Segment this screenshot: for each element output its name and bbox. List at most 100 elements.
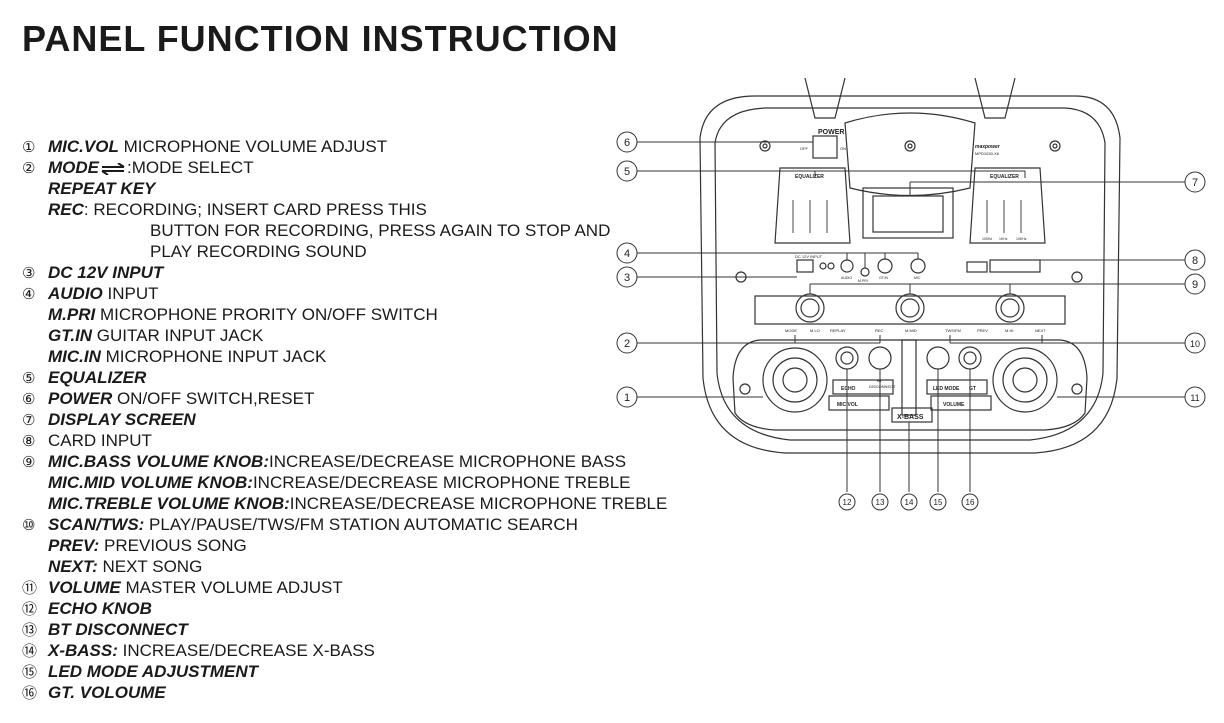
svg-text:VOLUME: VOLUME xyxy=(943,402,965,408)
callout-4: 4 xyxy=(616,242,638,264)
callout-15: 15 xyxy=(929,493,947,511)
audio-jack xyxy=(840,259,854,273)
svg-text:12: 12 xyxy=(843,498,852,507)
mic-vol-knob xyxy=(762,347,828,413)
item-term: BT DISCONNECT xyxy=(48,620,188,639)
item-term: AUDIO xyxy=(48,284,103,303)
callout-1: 1 xyxy=(616,386,638,408)
mic-mid-knob xyxy=(895,293,925,323)
item-number: ③ xyxy=(22,265,36,282)
svg-text:DISCONNECT: DISCONNECT xyxy=(869,384,896,389)
svg-text:ON: ON xyxy=(840,146,846,151)
instruction-row: REC: RECORDING; INSERT CARD PRESS THIS xyxy=(22,199,782,220)
item-number: ⑯ xyxy=(22,685,38,702)
item-term: MIC.VOL xyxy=(48,137,119,156)
svg-text:REPLAY: REPLAY xyxy=(830,328,846,333)
item-description: :MODE SELECT xyxy=(127,158,254,177)
item-term: LED MODE ADJUSTMENT xyxy=(48,662,258,681)
callout-7: 7 xyxy=(1184,171,1206,193)
svg-text:REC: REC xyxy=(875,328,884,333)
item-description: NEXT SONG xyxy=(97,557,203,576)
svg-text:M.PRI: M.PRI xyxy=(858,279,868,283)
svg-text:14: 14 xyxy=(905,498,914,507)
svg-text:LED MODE: LED MODE xyxy=(933,386,960,392)
instruction-row: ③ DC 12V INPUT xyxy=(22,262,782,283)
echo-knob xyxy=(835,346,859,370)
item-description: MICROPHONE PRORITY ON/OFF SWITCH xyxy=(95,305,438,324)
housing-outline xyxy=(699,95,1121,454)
item-number: ⑮ xyxy=(22,664,38,681)
svg-text:10: 10 xyxy=(1190,339,1200,349)
instruction-row: PLAY RECORDING SOUND xyxy=(22,241,782,262)
item-term: EQUALIZER xyxy=(48,368,147,387)
mode-arrows-icon xyxy=(101,162,125,175)
svg-text:M.HI: M.HI xyxy=(1005,328,1013,333)
instruction-row: GT.IN GUITAR INPUT JACK xyxy=(22,325,782,346)
mic-bass-knob xyxy=(795,293,825,323)
svg-text:8: 8 xyxy=(1192,255,1198,267)
svg-text:GT.IN: GT.IN xyxy=(879,276,888,280)
bt-disconnect-button xyxy=(868,346,892,370)
svg-text:9: 9 xyxy=(1192,279,1198,291)
callout-13: 13 xyxy=(871,493,889,511)
item-number: ⑭ xyxy=(22,643,38,660)
volume-knob xyxy=(992,347,1058,413)
svg-text:3: 3 xyxy=(624,272,630,284)
housing-inner xyxy=(714,107,1106,441)
svg-text:6: 6 xyxy=(624,137,630,149)
svg-text:1: 1 xyxy=(624,392,630,404)
brand-logo: maxpower xyxy=(975,144,1001,150)
item-description: : RECORDING; INSERT CARD PRESS THIS xyxy=(83,200,427,219)
instruction-row: REPEAT KEY xyxy=(22,178,782,199)
gt-volume-knob xyxy=(958,346,982,370)
power-switch xyxy=(812,135,838,159)
callout-10: 10 xyxy=(1184,332,1206,354)
svg-text:MODE: MODE xyxy=(785,328,797,333)
item-description: INCREASE/DECREASE MICROPHONE BASS xyxy=(269,452,627,471)
item-number: ⑥ xyxy=(22,391,36,408)
callout-11: 11 xyxy=(1184,386,1206,408)
item-term: X-BASS: xyxy=(48,641,118,660)
svg-text:M.LO: M.LO xyxy=(810,328,820,333)
item-term: MIC.MID VOLUME KNOB: xyxy=(48,473,253,492)
svg-text:TWS/FM: TWS/FM xyxy=(945,328,961,333)
callout-2: 2 xyxy=(616,332,638,354)
svg-text:NEXT: NEXT xyxy=(1035,328,1046,333)
mic-treble-knob xyxy=(995,293,1025,323)
item-term: REC xyxy=(48,200,84,219)
item-description: PLAY/PAUSE/TWS/FM STATION AUTOMATIC SEAR… xyxy=(144,515,578,534)
gt-in-jack xyxy=(877,258,893,274)
item-number: ② xyxy=(22,160,36,177)
svg-text:13: 13 xyxy=(876,498,885,507)
callout-16: 16 xyxy=(961,493,979,511)
svg-text:7: 7 xyxy=(1192,177,1198,189)
panel-diagram: POWER OFF ON maxpower MPD1030-X6 EQUALIZ… xyxy=(616,78,1206,511)
item-description: PREVIOUS SONG xyxy=(99,536,247,555)
equalizer-label: EQUALIZER xyxy=(795,174,824,180)
instruction-row: MIC.TREBLE VOLUME KNOB:INCREASE/DECREASE… xyxy=(22,493,782,514)
svg-text:EQUALIZER: EQUALIZER xyxy=(990,174,1019,180)
item-term: MIC.BASS VOLUME KNOB: xyxy=(48,452,269,471)
item-number: ⑪ xyxy=(22,580,38,597)
item-description: PLAY RECORDING SOUND xyxy=(150,242,367,261)
item-term: DC 12V INPUT xyxy=(48,263,164,282)
svg-text:MIC: MIC xyxy=(914,276,921,280)
item-term: MIC.TREBLE VOLUME KNOB: xyxy=(48,494,290,513)
dc-input-jack xyxy=(796,259,814,273)
xbass-slider xyxy=(901,339,917,416)
item-description: CARD INPUT xyxy=(48,431,152,450)
item-term: VOLUME xyxy=(48,578,121,597)
instruction-row: M.PRI MICROPHONE PRORITY ON/OFF SWITCH xyxy=(22,304,782,325)
equalizer-left xyxy=(774,167,851,244)
callout-6: 6 xyxy=(616,131,638,153)
item-number: ⑩ xyxy=(22,517,36,534)
handle xyxy=(804,78,1016,119)
svg-text:AUDIO: AUDIO xyxy=(841,276,852,280)
svg-text:15: 15 xyxy=(934,498,943,507)
